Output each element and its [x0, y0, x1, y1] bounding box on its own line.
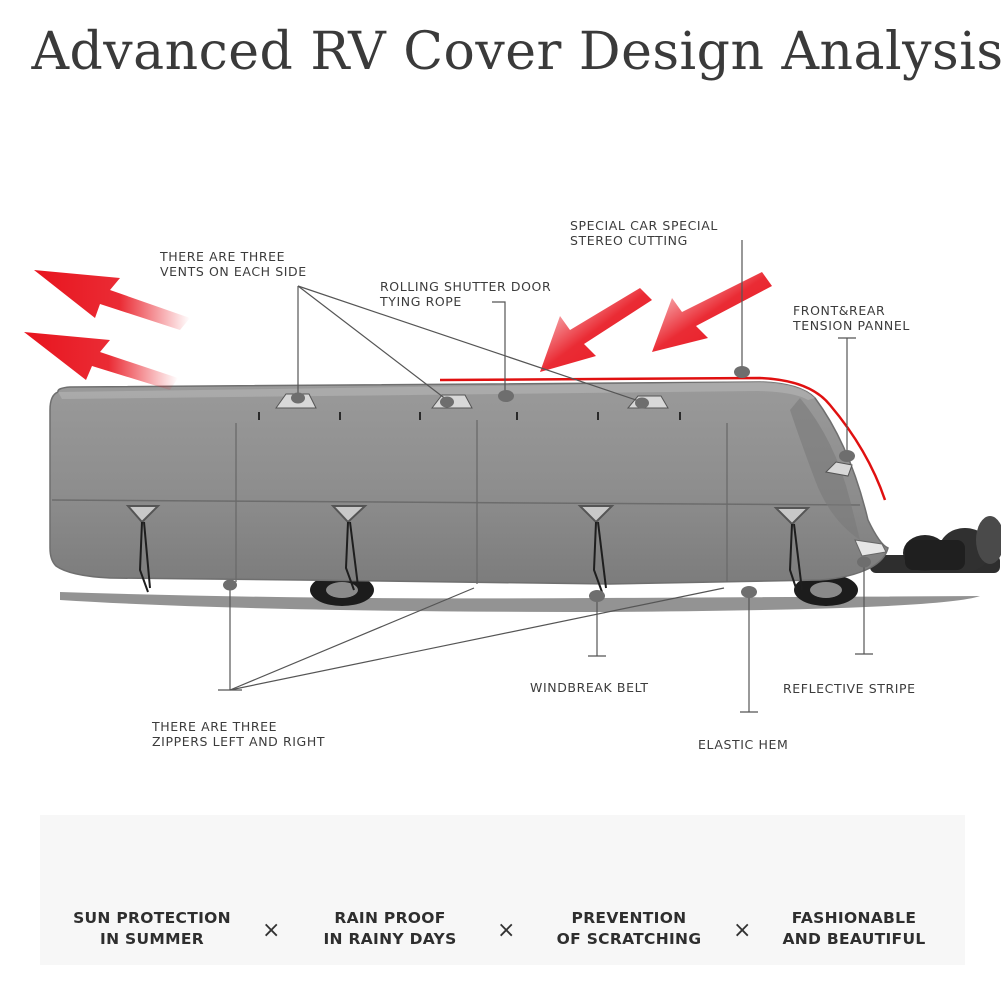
rv-cover-body [49, 381, 889, 585]
feature-rain-proof: RAIN PROOF IN RAINY DAYS [298, 908, 482, 950]
wind-arrow-roof-right [652, 272, 772, 352]
feature-line: IN SUMMER [100, 930, 204, 948]
body-seam [51, 499, 861, 506]
wind-arrows [24, 270, 772, 390]
label-hem: ELASTIC HEM [698, 737, 788, 752]
wind-arrow-left-top [34, 270, 190, 330]
feature-line: OF SCRATCHING [556, 930, 702, 948]
features-bar [40, 815, 965, 965]
tow-equipment [870, 516, 1001, 573]
windbreak-belts [125, 505, 811, 595]
label-vents: THERE ARE THREE VENTS ON EACH SIDE [159, 249, 307, 279]
feature-line: IN RAINY DAYS [323, 930, 457, 948]
wind-arrow-left-bottom [24, 332, 178, 390]
separator-x: × [497, 918, 516, 943]
ground-shadow [60, 592, 980, 612]
feature-line: AND BEAUTIFUL [782, 930, 926, 948]
label-rope: ROLLING SHUTTER DOOR TYING ROPE [379, 279, 556, 309]
label-zippers: THERE ARE THREE ZIPPERS LEFT AND RIGHT [151, 719, 325, 749]
separator-x: × [262, 918, 281, 943]
feature-prevention: PREVENTION OF SCRATCHING [535, 908, 723, 950]
feature-line: FASHIONABLE [791, 909, 917, 927]
panel-lines [235, 420, 728, 584]
label-cutting: SPECIAL CAR SPECIAL STEREO CUTTING [570, 218, 723, 248]
front-reflector [854, 539, 887, 557]
feature-sun-protection: SUN PROTECTION IN SUMMER [52, 908, 252, 950]
callout-dots [223, 366, 871, 602]
leader-lines [218, 240, 873, 713]
feature-line: SUN PROTECTION [73, 909, 231, 927]
feature-line: RAIN PROOF [334, 909, 446, 927]
feature-fashionable: FASHIONABLE AND BEAUTIFUL [762, 908, 946, 950]
seam-ticks [258, 412, 681, 420]
label-windbreak: WINDBREAK BELT [530, 680, 649, 695]
feature-line: PREVENTION [571, 909, 687, 927]
page-title: Advanced RV Cover Design Analysis [31, 22, 1001, 82]
label-tension: FRONT&REAR TENSION PANNEL [792, 303, 910, 333]
separator-x: × [733, 918, 752, 943]
wind-arrow-roof-middle [540, 288, 652, 372]
label-reflective: REFLECTIVE STRIPE [783, 681, 916, 696]
red-reflective-stripe [439, 376, 887, 501]
